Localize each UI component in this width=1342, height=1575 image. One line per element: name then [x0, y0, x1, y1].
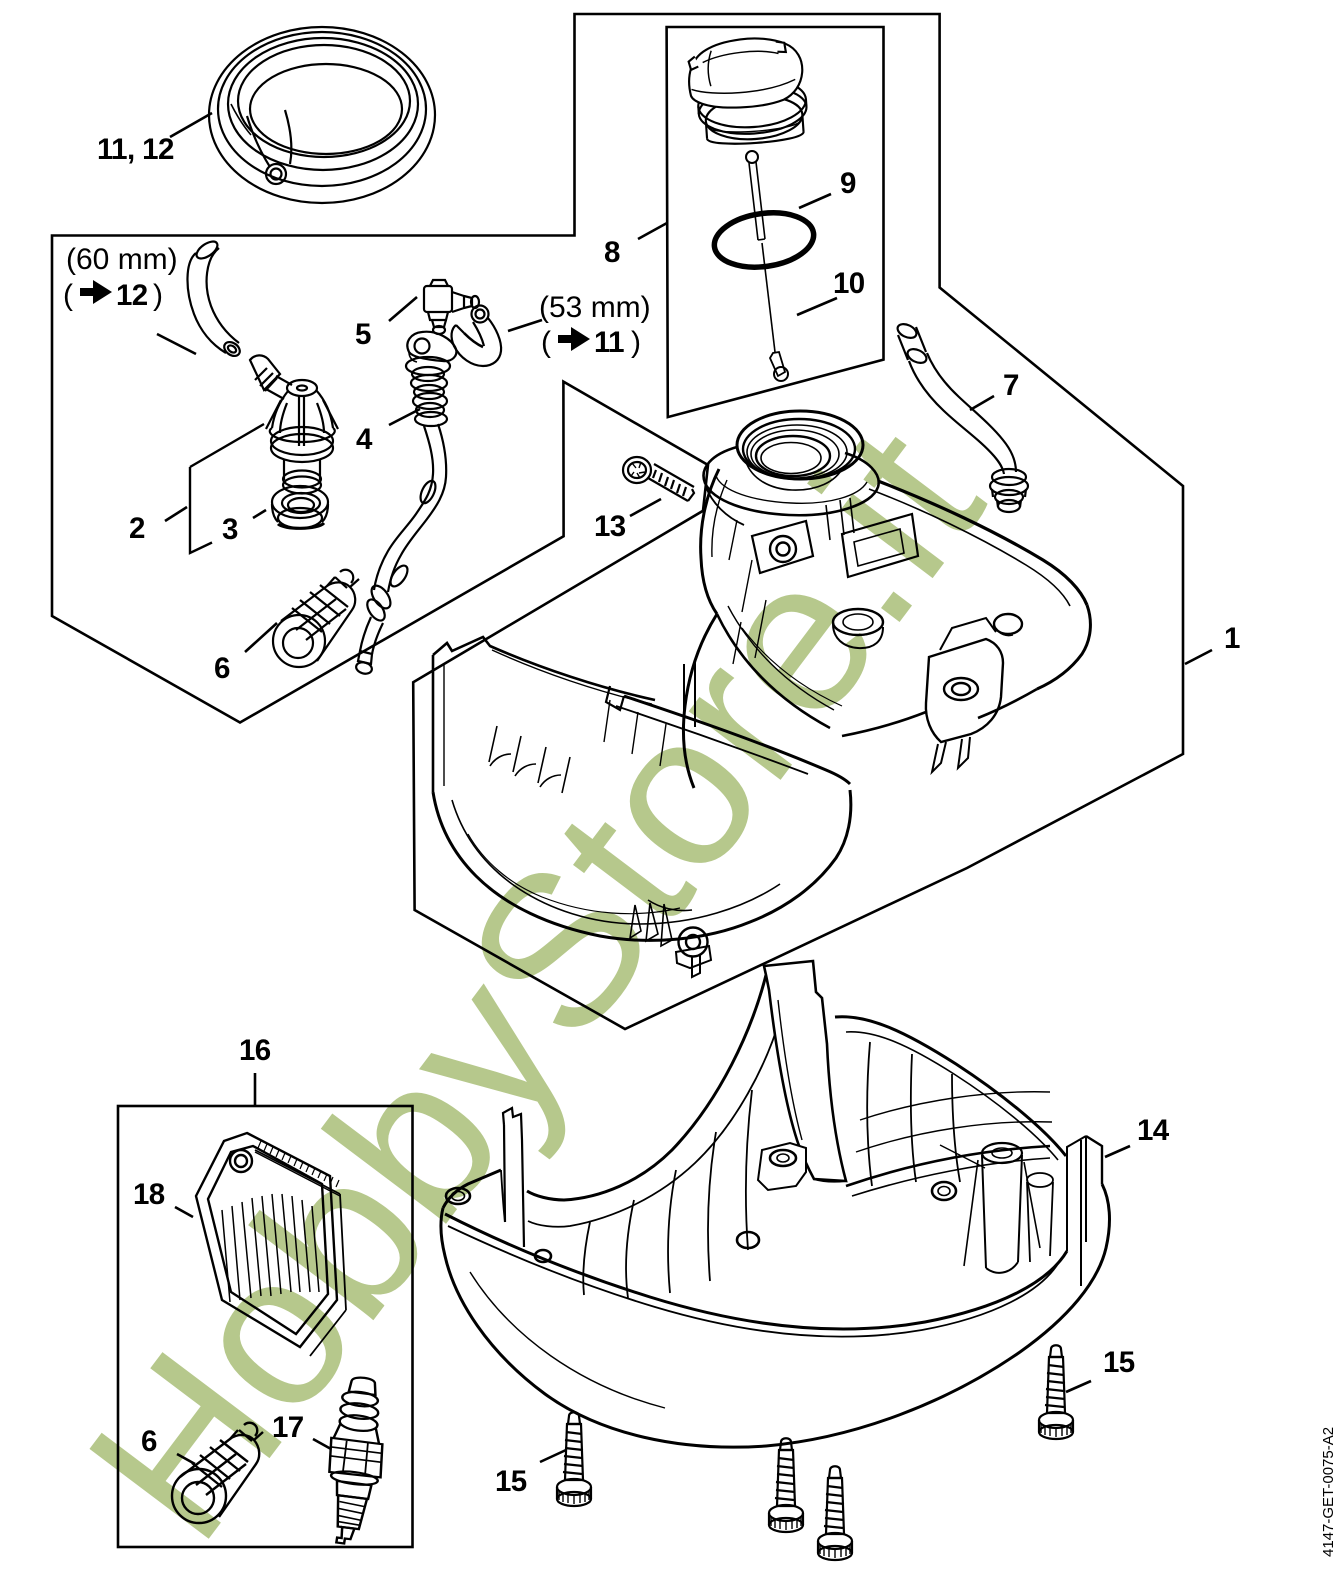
svg-text:7: 7	[1003, 369, 1019, 402]
svg-text:4: 4	[356, 423, 373, 456]
svg-text:9: 9	[840, 167, 856, 200]
svg-text:12: 12	[116, 279, 148, 312]
svg-text:5: 5	[355, 318, 371, 351]
svg-text:6: 6	[214, 652, 230, 685]
svg-text:2: 2	[129, 512, 145, 545]
svg-text:(: (	[541, 326, 551, 359]
svg-text:6: 6	[141, 1425, 157, 1458]
svg-text:): )	[631, 326, 641, 359]
svg-text:14: 14	[1137, 1114, 1170, 1147]
svg-text:17: 17	[272, 1411, 304, 1444]
svg-text:15: 15	[495, 1465, 527, 1498]
svg-text:(53 mm): (53 mm)	[539, 291, 651, 324]
svg-text:4147-GET-0075-A2: 4147-GET-0075-A2	[1320, 1427, 1337, 1557]
svg-text:(60 mm): (60 mm)	[66, 243, 178, 276]
svg-text:15: 15	[1103, 1346, 1135, 1379]
svg-text:16: 16	[239, 1034, 271, 1067]
svg-text:13: 13	[594, 510, 626, 543]
svg-text:10: 10	[833, 267, 865, 300]
svg-text:): )	[153, 279, 163, 312]
svg-text:11, 12: 11, 12	[97, 133, 174, 166]
svg-text:8: 8	[604, 236, 620, 269]
svg-text:18: 18	[133, 1178, 165, 1211]
svg-text:1: 1	[1224, 622, 1240, 655]
svg-text:3: 3	[222, 513, 238, 546]
svg-text:11: 11	[594, 326, 624, 359]
svg-text:(: (	[63, 279, 73, 312]
